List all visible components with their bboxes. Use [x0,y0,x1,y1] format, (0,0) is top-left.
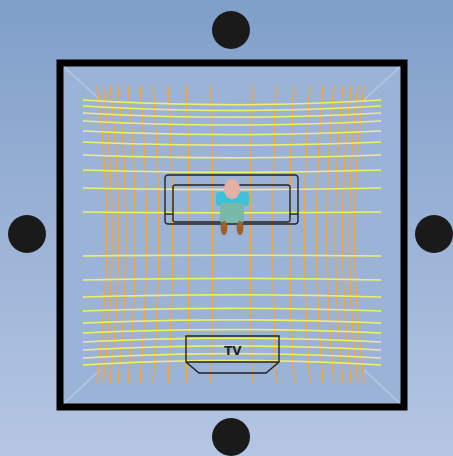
sound-field-vertical-lines [96,85,365,384]
speaker-bottom-icon[interactable] [212,418,250,456]
grid-vertical-line [127,85,137,384]
room-floor [60,63,404,407]
room-walls [56,59,408,411]
sound-field-horizontal-lines [82,99,382,366]
speaker-top-icon[interactable] [212,11,250,49]
grid-vertical-line [326,85,335,384]
grid-vertical-line [334,85,344,384]
grid-vertical-line [96,85,108,384]
listener-icon [216,179,249,235]
grid-horizontal-line [82,154,382,159]
grid-horizontal-line [82,130,382,136]
grid-horizontal-line [82,169,382,174]
grid-vertical-line [117,85,127,384]
grid-vertical-line [109,85,120,384]
grid-vertical-line [315,85,324,384]
grid-vertical-line [341,85,352,384]
grid-horizontal-line [82,120,382,126]
grid-horizontal-line [82,337,382,343]
grid-vertical-line [139,85,148,384]
speaker-right-icon[interactable] [415,215,453,253]
grid-horizontal-line [82,254,382,257]
grid-horizontal-line [82,277,382,281]
grid-horizontal-line [82,307,382,312]
grid-vertical-line [102,85,113,384]
grid-horizontal-line [82,99,382,106]
grid-horizontal-line [82,359,382,366]
grid-horizontal-line [82,345,382,351]
grid-horizontal-line [82,328,382,334]
grid-horizontal-line [82,352,382,359]
grid-horizontal-line [82,319,382,324]
grid-vertical-line [353,85,365,384]
tv-label: TV [224,344,242,358]
tv-stand [185,335,280,374]
grid-horizontal-line [82,141,382,147]
grid-vertical-line [348,85,359,384]
grid-horizontal-line [82,293,382,298]
grid-horizontal-line [82,112,382,119]
grid-horizontal-line [82,105,382,112]
speaker-left-icon[interactable] [8,215,46,253]
room-corner-lines [60,63,404,407]
